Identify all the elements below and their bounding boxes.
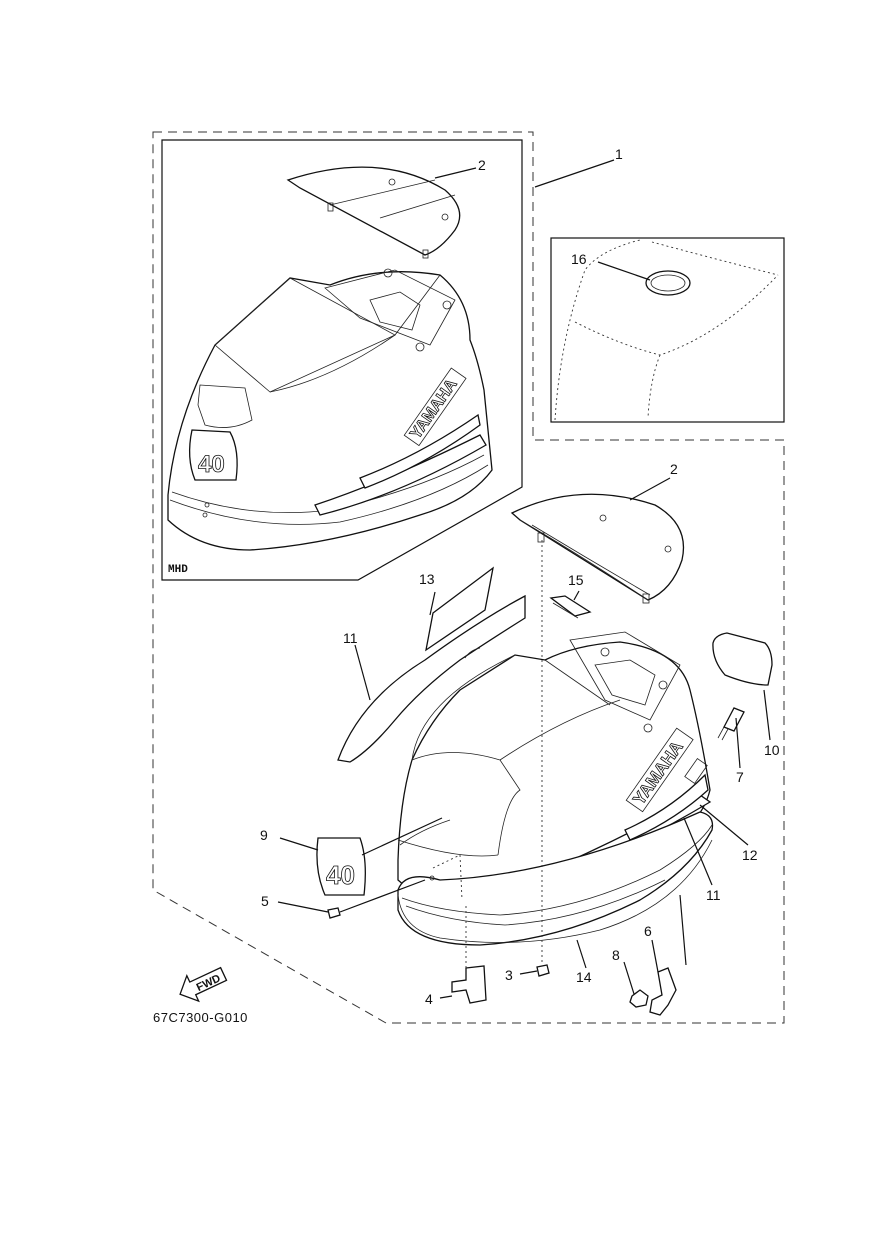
bolt-7 bbox=[717, 707, 745, 741]
nut-3 bbox=[536, 964, 550, 977]
callout-5: 5 bbox=[261, 893, 269, 909]
nut-8 bbox=[629, 989, 649, 1008]
callout-12: 12 bbox=[742, 847, 758, 863]
callout-4: 4 bbox=[425, 991, 433, 1007]
badge-9: 40 bbox=[316, 837, 366, 896]
mhd-model-number: 40 bbox=[198, 451, 225, 478]
callout-8: 8 bbox=[612, 947, 620, 963]
callout-10: 10 bbox=[764, 742, 780, 758]
badge-model-number: 40 bbox=[326, 860, 355, 890]
callout-16: 16 bbox=[571, 251, 587, 267]
sticker-13 bbox=[425, 566, 494, 652]
bracket-4 bbox=[451, 965, 487, 1004]
callout-11-left: 11 bbox=[343, 630, 358, 646]
callout-7: 7 bbox=[736, 769, 744, 785]
screw-5 bbox=[327, 907, 341, 919]
bracket-6 bbox=[649, 967, 677, 1016]
mhd-cowling-assembly: YAMAHA 40 bbox=[167, 166, 493, 551]
callout-9: 9 bbox=[260, 827, 268, 843]
fwd-label: FWD bbox=[195, 972, 223, 993]
main-cowling: YAMAHA bbox=[397, 631, 714, 946]
stripe-11-left bbox=[337, 594, 526, 763]
mhd-label: MHD bbox=[168, 564, 188, 576]
callout-6: 6 bbox=[644, 923, 652, 939]
callout-11-right: 11 bbox=[706, 887, 721, 903]
callout-14: 14 bbox=[576, 969, 592, 985]
callout-3: 3 bbox=[505, 967, 513, 983]
callout-1: 1 bbox=[615, 146, 623, 162]
top-lid-2 bbox=[510, 493, 685, 604]
callout-13: 13 bbox=[419, 571, 435, 587]
callout-15: 15 bbox=[568, 572, 584, 588]
seal-14 bbox=[397, 839, 713, 943]
pad-10 bbox=[712, 632, 773, 686]
pad-15 bbox=[549, 595, 592, 617]
assembly-dashed-boundary bbox=[152, 131, 785, 1024]
cap-detail-inset-frame bbox=[550, 237, 785, 423]
fwd-direction-arrow: FWD bbox=[179, 966, 228, 1003]
callout-2-main: 2 bbox=[670, 461, 678, 477]
mhd-inset-frame bbox=[161, 139, 523, 581]
cap-detail bbox=[554, 239, 779, 421]
diagram-code: 67C7300-G010 bbox=[153, 1010, 248, 1025]
callout-2-mhd: 2 bbox=[478, 157, 486, 173]
